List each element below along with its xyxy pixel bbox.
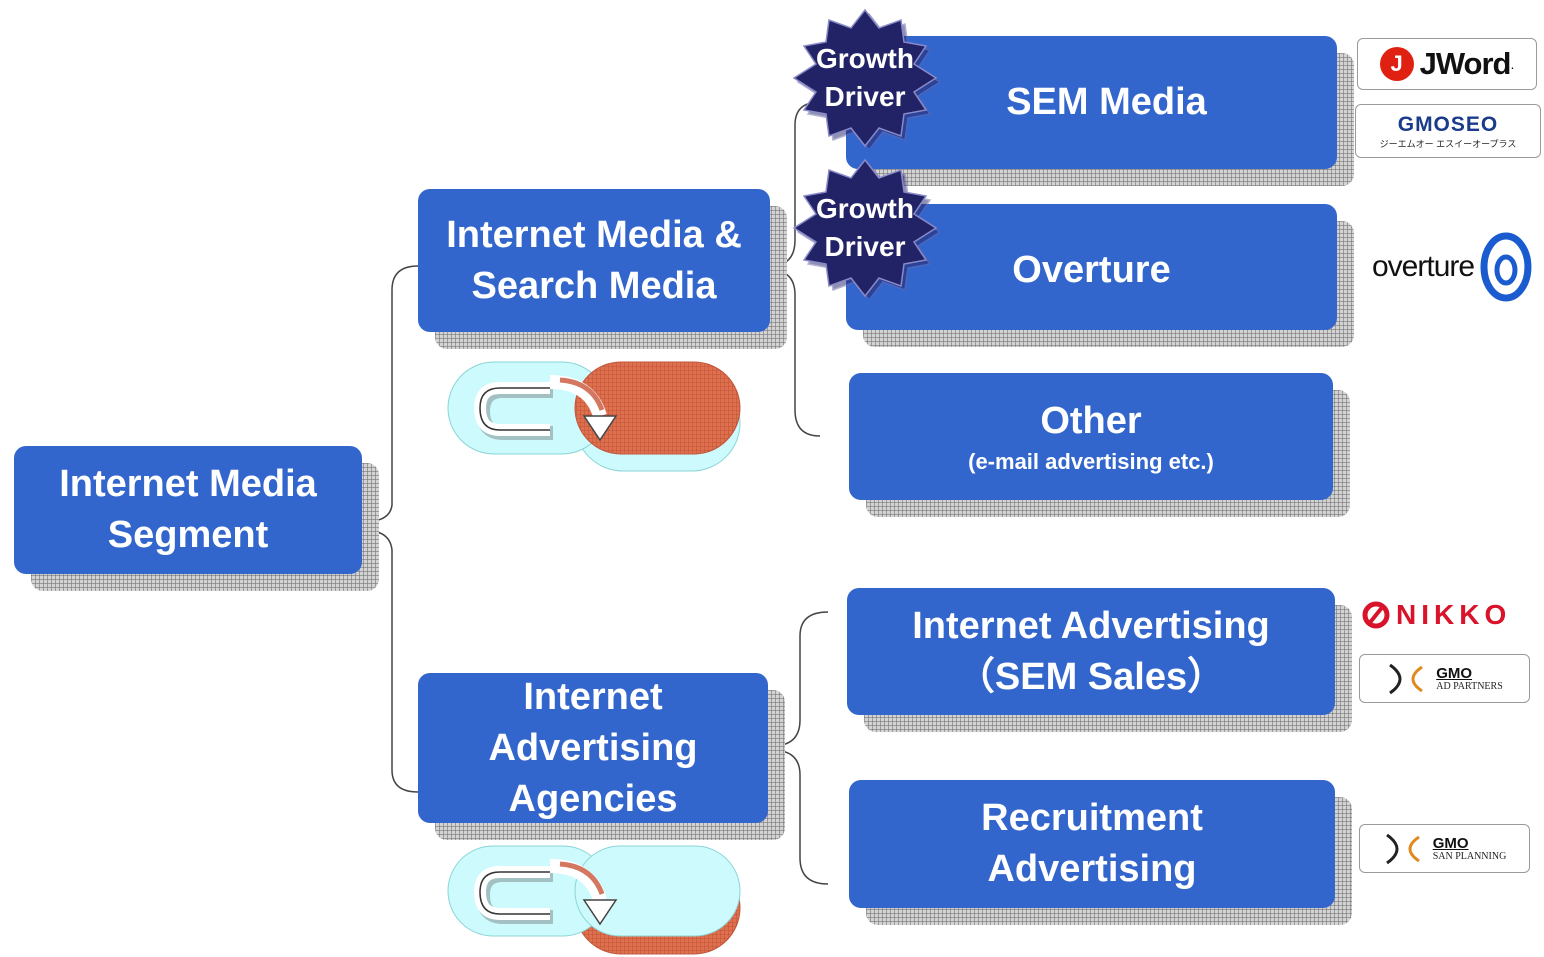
agencies-branch-line-3: Agencies xyxy=(508,777,678,820)
connector-agencies-upper xyxy=(771,611,829,747)
gmo-ad-logo-subtext: AD PARTNERS xyxy=(1436,680,1503,692)
agencies-cycle-toggle-icon xyxy=(447,845,741,955)
badge-line-2: Driver xyxy=(824,231,906,262)
gmoseo-logo-text: GMOSEO xyxy=(1397,112,1499,136)
media-branch-line-2: Search Media xyxy=(471,264,717,307)
agencies-branch-line-1: Internet xyxy=(523,675,663,718)
branch-internet-advertising-agencies: Internet Advertising Agencies xyxy=(418,673,768,823)
root-node-line-2: Segment xyxy=(107,514,269,556)
overture-ring-icon xyxy=(1480,232,1532,302)
badge-line-1: Growth xyxy=(816,43,914,74)
gmoseo-logo: GMOSEO ジーエムオー エスイーオープラス xyxy=(1355,104,1541,158)
jword-mark-icon: J xyxy=(1379,47,1414,81)
gmoseo-logo-subtext: ジーエムオー エスイーオープラス xyxy=(1379,138,1517,149)
root-node-line-1: Internet Media xyxy=(59,463,317,505)
jword-logo-dot: . xyxy=(1510,56,1515,72)
overture-title: Overture xyxy=(1012,248,1171,291)
recruit-line-1: Recruitment xyxy=(981,797,1203,839)
root-node-internet-media-segment: Internet Media Segment xyxy=(14,446,362,574)
badge-line-2: Driver xyxy=(824,81,906,112)
other-subtitle: (e-mail advertising etc.) xyxy=(968,449,1214,474)
gmo-san-logo-subtext: SAN PLANNING xyxy=(1432,850,1507,862)
sem-media-title: SEM Media xyxy=(1006,81,1207,123)
agencies-branch-line-2: Advertising xyxy=(488,726,698,769)
growth-driver-badge-sem: Growth Driver xyxy=(790,8,942,152)
gmo-san-logo-text: GMO xyxy=(1432,834,1469,852)
gmo-ad-partners-logo: GMO AD PARTNERS xyxy=(1359,654,1530,703)
badge-line-1: Growth xyxy=(816,193,914,224)
media-branch-line-1: Internet Media & xyxy=(446,213,742,256)
branch-internet-media-search-media: Internet Media & Search Media xyxy=(418,189,770,332)
leaf-other: Other (e-mail advertising etc.) xyxy=(849,373,1333,500)
recruit-line-2: Advertising xyxy=(987,848,1197,890)
leaf-sem-media: SEM Media xyxy=(846,36,1337,169)
nikko-logo: NIKKO xyxy=(1362,598,1537,632)
gmo-san-planning-logo: GMO SAN PLANNING xyxy=(1359,824,1530,873)
media-cycle-toggle-icon xyxy=(447,361,741,472)
gmo-arc-icon xyxy=(1385,833,1420,864)
starburst-icon xyxy=(792,8,942,152)
ad-sales-line-2: （SEM Sales） xyxy=(956,655,1226,698)
gmo-ad-logo-text: GMO xyxy=(1436,664,1473,682)
starburst-icon xyxy=(792,158,942,302)
gmo-arc-icon xyxy=(1389,663,1424,694)
leaf-recruitment-advertising: Recruitment Advertising xyxy=(849,780,1335,908)
jword-logo: J JWord . xyxy=(1357,38,1537,90)
nikko-mark-icon xyxy=(1362,601,1390,629)
overture-logo-text: overture xyxy=(1372,250,1475,283)
jword-logo-text: JWord xyxy=(1419,46,1512,81)
leaf-internet-advertising-sem-sales: Internet Advertising （SEM Sales） xyxy=(847,588,1335,715)
other-title: Other xyxy=(1040,400,1142,442)
growth-driver-badge-overture: Growth Driver xyxy=(790,158,942,302)
nikko-logo-text: NIKKO xyxy=(1396,599,1512,630)
connector-agencies-lower xyxy=(771,749,829,885)
overture-logo: overture xyxy=(1372,232,1532,302)
ad-sales-line-1: Internet Advertising xyxy=(912,604,1270,647)
